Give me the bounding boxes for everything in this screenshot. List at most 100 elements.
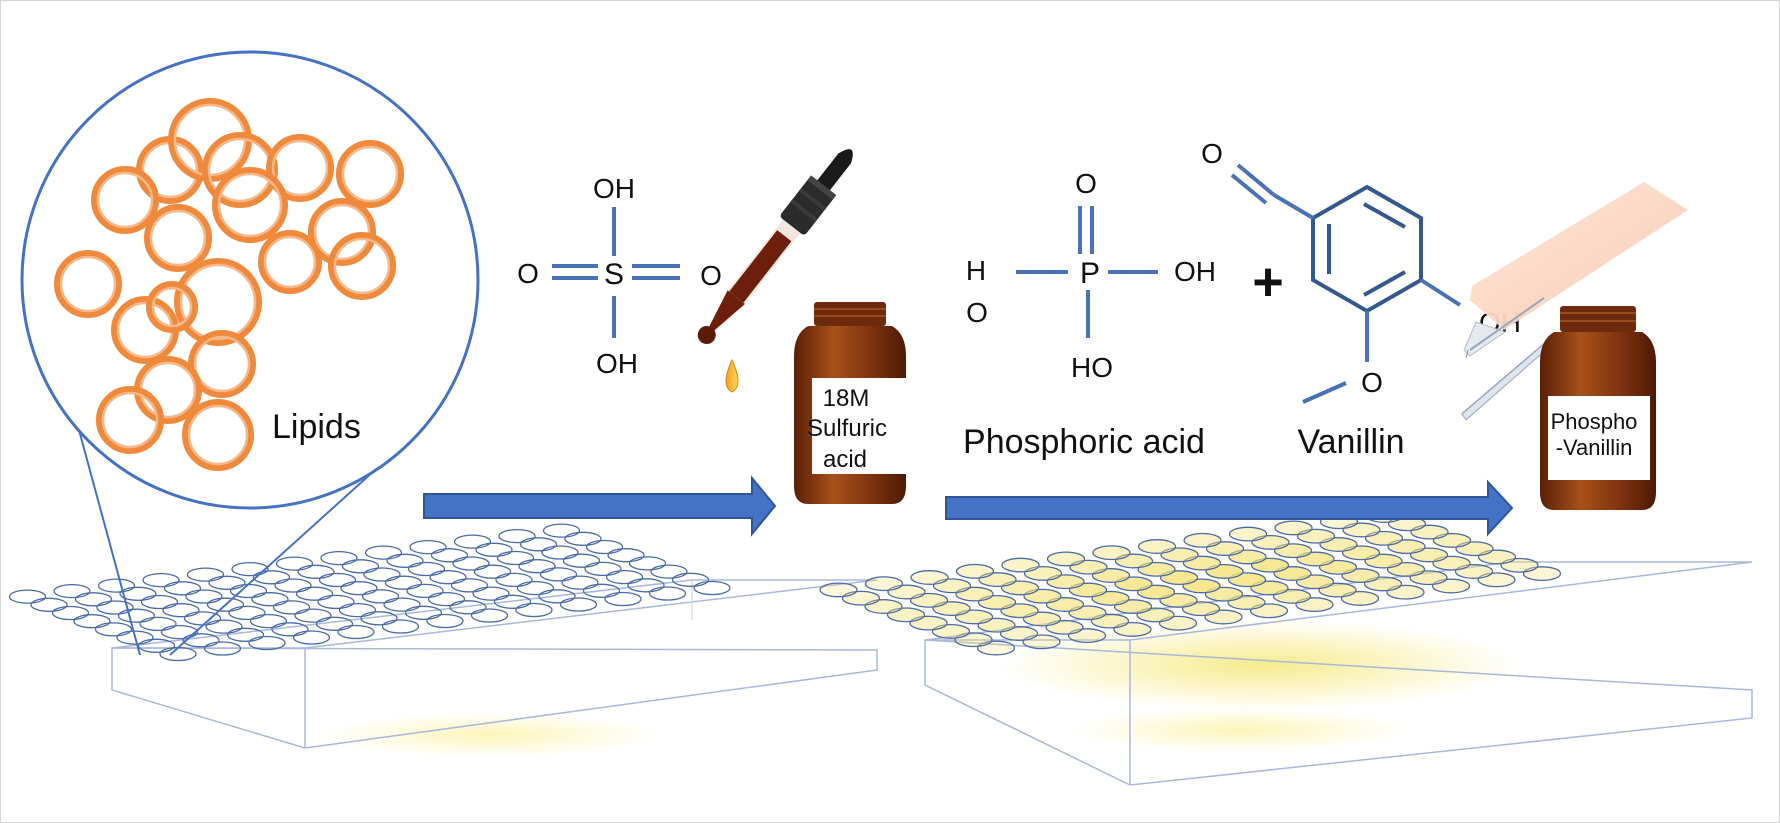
- plate-well: [955, 563, 995, 579]
- plate-well: [648, 586, 687, 601]
- plate-well: [427, 591, 466, 607]
- plate-well: [274, 578, 312, 593]
- phosphoric-h: H: [966, 255, 986, 286]
- vanillin-methoxy-o: O: [1361, 367, 1383, 398]
- plate-well: [317, 594, 355, 610]
- plate-well: [318, 572, 357, 588]
- vanillin-label: Vanillin: [1297, 423, 1404, 461]
- plate-well: [409, 539, 447, 555]
- plate-well: [140, 594, 179, 610]
- vanillin-aldehyde-o: O: [1201, 138, 1223, 169]
- plate-well: [404, 605, 443, 620]
- plate-well: [493, 594, 532, 609]
- plate-well: [515, 602, 553, 618]
- plate-well: [251, 592, 289, 607]
- plate-well: [864, 576, 904, 592]
- plate-well: [585, 539, 624, 555]
- plate-well: [1274, 520, 1313, 536]
- plate-well: [475, 542, 513, 557]
- plate-well: [381, 619, 420, 634]
- lipid-ring: [146, 281, 198, 333]
- well-plate-left: [8, 523, 878, 757]
- plate-well: [292, 630, 331, 645]
- plate-well: [205, 619, 243, 634]
- lipid-ring: [96, 386, 164, 454]
- plate-well: [340, 581, 378, 596]
- plate-well: [650, 564, 688, 579]
- plate-well: [564, 531, 602, 546]
- plate-well: [295, 586, 334, 601]
- plate-well: [519, 537, 558, 552]
- plate-well: [363, 567, 401, 582]
- phosphoric-right-oh: OH: [1174, 256, 1216, 287]
- plate-well: [429, 570, 467, 585]
- plate-well: [605, 569, 644, 585]
- lipid-ring: [144, 204, 212, 272]
- plate-well: [430, 548, 469, 563]
- plate-well: [541, 545, 579, 560]
- plate-well: [452, 556, 490, 571]
- plate-well: [582, 583, 621, 598]
- plate-well: [203, 641, 242, 656]
- plate-well: [604, 591, 642, 607]
- plate-well: [607, 548, 645, 563]
- plate-well: [819, 582, 858, 598]
- plate-well: [30, 597, 68, 612]
- plate-well: [1137, 539, 1177, 554]
- pv-bottle-line-1: Phospho: [1551, 409, 1638, 434]
- lipid-ring: [91, 166, 159, 234]
- sulfuric-top-oh: OH: [593, 173, 635, 204]
- plate-well: [208, 575, 246, 590]
- phosphoric-o: O: [966, 297, 988, 328]
- plate-well: [561, 575, 599, 590]
- plate-well: [8, 589, 47, 604]
- plate-well: [671, 572, 710, 587]
- plate-well: [97, 578, 136, 593]
- plate-well: [559, 597, 598, 612]
- plate-well: [182, 633, 220, 648]
- bottle-icon-phospho-vanillin: Phospho -Vanillin: [1540, 306, 1656, 510]
- lipid-ring: [182, 399, 254, 471]
- lipid-ring: [174, 258, 262, 346]
- plus-sign: +: [1252, 252, 1284, 312]
- plate-well: [185, 589, 223, 604]
- lipid-ring: [266, 134, 334, 202]
- plate-well: [472, 586, 510, 601]
- plate-well: [627, 578, 665, 593]
- plate-well: [407, 561, 446, 577]
- plate-well: [94, 622, 133, 637]
- plate-well: [360, 611, 398, 626]
- plate-well: [163, 581, 202, 596]
- plate-well: [1001, 557, 1040, 573]
- plate-well: [364, 545, 403, 560]
- plate-well: [159, 646, 197, 662]
- phosphoric-top-o: O: [1075, 168, 1097, 199]
- plate-well: [231, 561, 269, 577]
- phosphoric-acid-label: Phosphoric acid: [963, 423, 1205, 461]
- sulfuric-bottom-oh: OH: [596, 348, 638, 379]
- plate-well: [386, 553, 424, 568]
- plate-well: [338, 602, 377, 618]
- lipid-ring: [336, 140, 404, 208]
- lipid-ring: [328, 232, 396, 300]
- plate-well: [341, 559, 380, 574]
- plate-well: [538, 589, 576, 604]
- plate-well: [495, 572, 533, 588]
- plate-well: [384, 575, 423, 590]
- plate-well: [518, 559, 556, 574]
- plate-well: [275, 556, 314, 571]
- plate-well: [137, 638, 176, 653]
- sulfuric-right-o: O: [700, 260, 722, 291]
- sulfuric-left-o: O: [517, 258, 539, 289]
- well-plate-right: [819, 508, 1753, 786]
- sulfuric-s: S: [604, 258, 624, 291]
- plate-well: [516, 580, 555, 596]
- plate-well: [320, 550, 358, 566]
- lipid-ring: [212, 167, 288, 243]
- plate-well: [186, 567, 225, 582]
- plate-well: [449, 600, 487, 615]
- plate-well: [542, 523, 581, 538]
- vanillin-structure: O OH O: [1201, 138, 1521, 404]
- plate-well: [272, 600, 311, 615]
